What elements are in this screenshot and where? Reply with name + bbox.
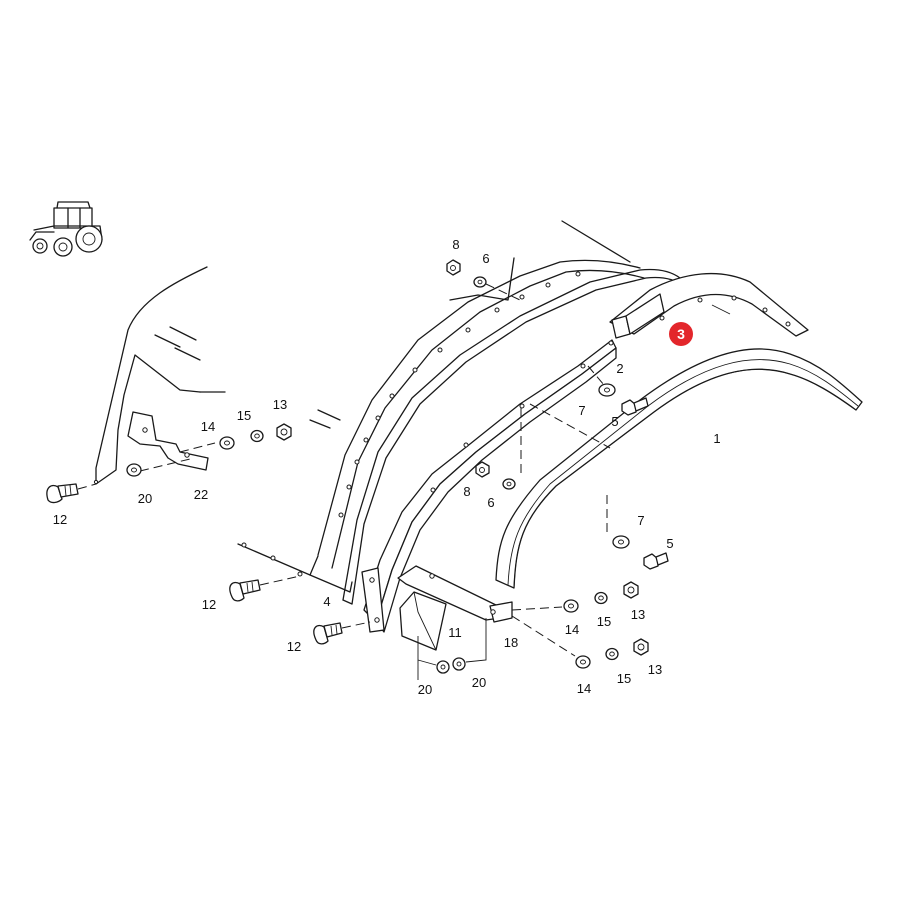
callout-20-c: 20 [472,675,486,690]
washer-14-b[interactable] [563,599,579,613]
callout-15-b: 15 [597,614,611,629]
callout-labels: 8 6 3 2 7 5 1 14 15 13 20 22 12 8 6 7 5 … [53,237,721,697]
callout-12-b: 12 [202,597,216,612]
leader-20-group [417,618,487,680]
leader-22 [139,458,191,472]
callout-1: 1 [713,431,720,446]
callout-3-highlight[interactable]: 3 [669,322,693,346]
washer-6-mid[interactable] [502,478,516,490]
callout-11: 11 [448,625,462,640]
washer-7-b[interactable] [612,535,630,549]
nut-13-c[interactable] [633,638,649,656]
callout-6-mid: 6 [487,495,494,510]
leader-12-a [77,483,97,490]
callout-3-badge [669,322,693,346]
left-cab-panel [93,266,226,485]
bolt-5-a[interactable] [621,397,649,416]
callout-13-b: 13 [631,607,645,622]
leader-1-to-2 [529,403,611,449]
fender-3[interactable] [609,273,809,339]
callout-20-a: 20 [138,491,152,506]
washer-6-top[interactable] [473,276,487,288]
callout-7-a: 7 [578,403,585,418]
support-bracket-2[interactable] [361,339,617,633]
callout-5-a: 5 [611,414,618,429]
nut-13-a[interactable] [276,423,292,441]
washer-20-c[interactable] [452,657,466,671]
washer-7-a[interactable] [598,383,616,397]
mud-flap-plate-11[interactable] [399,591,447,651]
mount-bracket-18[interactable] [397,565,513,623]
callout-18: 18 [504,635,518,650]
bolt-12-c[interactable] [313,622,343,645]
nut-8-top[interactable] [446,259,461,276]
leader-6-top [485,283,521,301]
callout-6-top: 6 [482,251,489,266]
leader-7a [587,365,605,386]
callout-14-b: 14 [565,622,579,637]
callout-13-a: 13 [273,397,287,412]
bolt-5-b[interactable] [643,552,669,570]
washer-14-a[interactable] [219,436,235,450]
lock-washer-15-c[interactable] [605,647,619,661]
callout-2: 2 [616,361,623,376]
callout-15-a: 15 [237,408,251,423]
callout-8-mid: 8 [463,484,470,499]
callout-12-c: 12 [287,639,301,654]
leader-14b [511,606,563,611]
leader-14c [511,615,576,657]
bracket-22[interactable] [127,411,209,471]
callout-15-c: 15 [617,671,631,686]
leader-12-c [341,621,371,629]
callout-5-b: 5 [666,536,673,551]
cab-rear-panel-4 [237,220,645,593]
callout-8-top: 8 [452,237,459,252]
callout-14-a: 14 [201,419,215,434]
nut-13-b[interactable] [623,581,639,599]
callout-22: 22 [194,487,208,502]
washer-20-b[interactable] [436,660,450,674]
bolt-12-b[interactable] [229,579,261,602]
callout-14-c: 14 [577,681,591,696]
lock-washer-15-b[interactable] [594,591,608,605]
callout-3: 3 [677,326,685,342]
washer-20-a[interactable] [126,463,142,477]
cab-bracket-top [449,257,515,301]
lock-washer-15-a[interactable] [250,429,264,443]
callout-12-a: 12 [53,512,67,527]
callout-7-b: 7 [637,513,644,528]
callout-13-c: 13 [648,662,662,677]
leader-12-b [259,575,301,586]
bolt-12-a[interactable] [46,483,79,504]
callout-20-b: 20 [418,682,432,697]
callout-4: 4 [323,594,330,609]
tractor-icon[interactable] [29,201,103,257]
washer-14-c[interactable] [575,655,591,669]
nut-8-mid[interactable] [475,461,490,478]
leader-22-top [179,442,216,453]
